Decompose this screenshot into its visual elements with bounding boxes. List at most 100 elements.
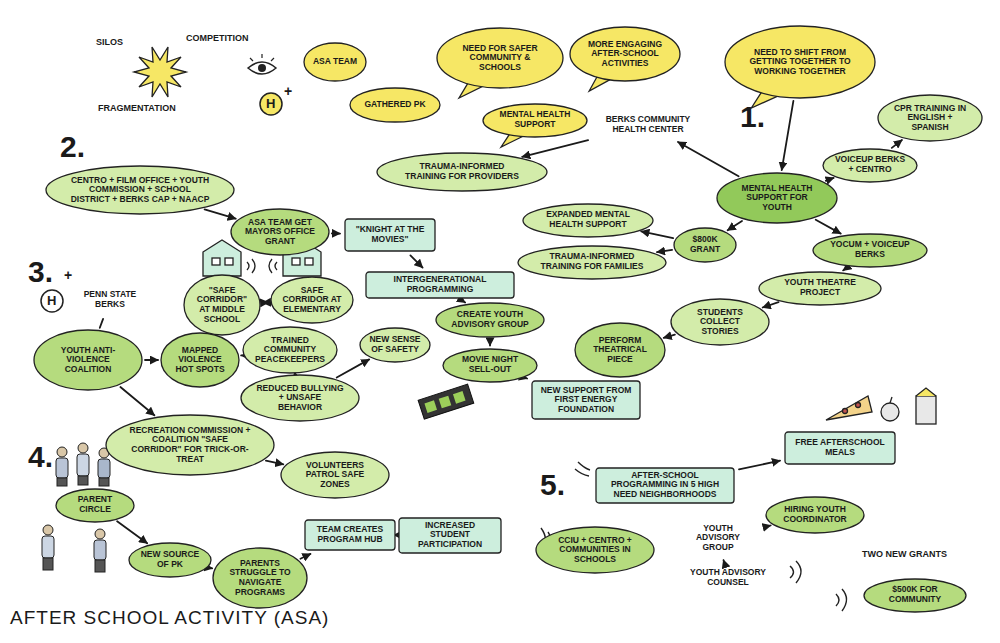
diagram-title: AFTER SCHOOL ACTIVITY (ASA) (10, 608, 329, 629)
note-label: + (64, 268, 72, 283)
node-label: TRAINED COMMUNITY PEACEKEEPERS (242, 336, 338, 365)
ellipse-outline (46, 166, 234, 214)
callout-number: 1. (740, 100, 765, 133)
ellipse-node: $800K GRANT (673, 227, 737, 263)
ellipse-outline (360, 328, 430, 362)
ellipse-outline (864, 579, 966, 612)
process-box: INTERGENERATIONAL PROGRAMMING (365, 271, 515, 299)
box-outline (399, 518, 501, 553)
node-label: INCREASED STUDENT PARTICIPATION (398, 521, 502, 550)
h-circle (260, 93, 282, 115)
ellipse-node: SAFE CORRIDOR AT ELEMENTARY (270, 276, 354, 324)
node-text: NEW SUPPORT FROM FIRST ENERGY FOUNDATION (537, 386, 635, 415)
connector-arrow (763, 302, 779, 307)
node-label: BERKS COMMUNITY HEALTH CENTER (592, 115, 704, 134)
connector-arrow (117, 521, 147, 543)
connector-arrow (816, 220, 841, 234)
speech-bubble: NEED FOR SAFER COMMUNITY & SCHOOLS (436, 27, 564, 89)
connector-arrow (300, 554, 310, 559)
speech-bubble: MORE ENGAGING AFTER-SCHOOL ACTIVITIES (569, 26, 681, 82)
node-label: YOUTH ADVISORY COUNSEL (683, 568, 773, 587)
note-label: H (266, 97, 275, 111)
connector-arrow (464, 301, 466, 303)
node-label: MAPPED VIOLENCE HOT SPOTS (160, 346, 240, 375)
ellipse-node: $500K FOR COMMUNITY (863, 578, 967, 613)
ellipse-outline (759, 272, 881, 305)
ellipse-outline (671, 299, 769, 345)
box-outline (305, 520, 395, 550)
ellipse-outline (518, 246, 666, 279)
node-label: "KNIGHT AT THE MOVIES" (344, 225, 436, 244)
text-node: BERKS COMMUNITY HEALTH CENTER (592, 111, 704, 139)
node-text: TRAUMA-INFORMED TRAINING FOR PROVIDERS (398, 162, 526, 181)
node-label: GATHERED PK (349, 100, 441, 110)
connector-arrow (843, 268, 847, 271)
node-text: CENTRO + FILM OFFICE + YOUTH COMMISSION … (70, 176, 210, 205)
node-text: CPR TRAINING IN ENGLISH + SPANISH (891, 104, 969, 133)
node-label: RECREATION COMMISSION + COALITION "SAFE … (105, 426, 275, 464)
node-label: MENTAL HEALTH SUPPORT FOR YOUTH (716, 184, 838, 213)
process-box: INCREASED STUDENT PARTICIPATION (398, 517, 502, 554)
sound-waves (541, 462, 847, 611)
ellipse-node: MAPPED VIOLENCE HOT SPOTS (160, 332, 240, 388)
connector-arrow (826, 178, 834, 181)
node-label: MORE ENGAGING AFTER-SCHOOL ACTIVITIES (569, 40, 681, 69)
node-text: AFTER-SCHOOL PROGRAMMING IN 5 HIGH NEED … (601, 471, 729, 500)
box-outline (366, 272, 514, 298)
node-label: $500K FOR COMMUNITY (863, 585, 967, 604)
node-label: STUDENTS COLLECT STORIES (670, 308, 770, 337)
text-node: YOUTH ADVISORY GROUP (675, 520, 761, 557)
node-text: MORE ENGAGING AFTER-SCHOOL ACTIVITIES (584, 40, 666, 69)
connector-arrow (410, 255, 422, 267)
ellipse-node: NEW SENSE OF SAFETY (359, 327, 431, 363)
ellipse-node: TRAUMA-INFORMED TRAINING FOR FAMILIES (517, 245, 667, 280)
ellipse-outline (483, 104, 587, 137)
ellipse-node: ASA TEAM GET MAYORS OFFICE GRANT (230, 208, 330, 256)
node-label: NEED TO SHIFT FROM GETTING TOGETHER TO W… (724, 48, 876, 77)
node-label: PARENT CIRCLE (55, 495, 135, 514)
ellipse-outline (575, 323, 665, 377)
ellipse-node: GATHERED PK (349, 87, 441, 123)
ellipse-outline (766, 497, 864, 533)
ellipse-node: VOICEUP BERKS + CENTRO (822, 148, 918, 183)
node-text: EXPANDED MENTAL HEALTH SUPPORT (539, 210, 637, 229)
connector-arrow (641, 231, 673, 238)
node-text: TRAUMA-INFORMED TRAINING FOR FAMILIES (537, 252, 647, 271)
node-label: INTERGENERATIONAL PROGRAMMING (365, 275, 515, 294)
ellipse-node: TRAUMA-INFORMED TRAINING FOR PROVIDERS (376, 152, 548, 192)
ellipse-outline (437, 28, 563, 88)
node-label: ASA TEAM GET MAYORS OFFICE GRANT (230, 218, 330, 247)
speech-bubble: MENTAL HEALTH SUPPORT (482, 103, 588, 138)
ellipse-outline (231, 209, 329, 255)
node-text: NEED FOR SAFER COMMUNITY & SCHOOLS (453, 44, 547, 73)
connector-arrow (739, 461, 780, 470)
node-label: CCIU + CENTRO + COMMUNITIES IN SCHOOLS (535, 536, 655, 565)
text-node: PENN STATE BERKS (70, 285, 150, 315)
ellipse-outline (878, 95, 982, 141)
ellipse-outline (241, 375, 359, 421)
connector-arrow (526, 377, 527, 379)
connector-arrow (266, 461, 283, 465)
connector-arrow (210, 567, 212, 569)
node-text: TRAINED COMMUNITY PEACEKEEPERS (254, 336, 326, 365)
connector-arrow (522, 140, 588, 157)
ellipse-outline (161, 333, 239, 387)
ellipse-outline (443, 349, 537, 382)
ellipse-outline (350, 88, 440, 122)
connector-arrow (489, 340, 491, 346)
node-text: ASA TEAM GET MAYORS OFFICE GRANT (243, 218, 317, 247)
ellipse-node: MOVIE NIGHT SELL-OUT (442, 348, 538, 383)
ellipse-outline (184, 275, 260, 335)
ellipse-node: MENTAL HEALTH SUPPORT FOR YOUTH (716, 172, 838, 224)
ellipse-node: STUDENTS COLLECT STORIES (670, 298, 770, 346)
node-text: BERKS COMMUNITY HEALTH CENTER (598, 115, 698, 134)
node-text: $800K GRANT (681, 235, 729, 254)
connector-arrow (678, 142, 739, 176)
node-text: RECREATION COMMISSION + COALITION "SAFE … (127, 426, 253, 464)
ellipse-outline (436, 303, 544, 337)
ellipse-node: ASA TEAM (303, 42, 367, 82)
ellipse-outline (129, 543, 211, 577)
ellipse-node: REDUCED BULLYING + UNSAFE BEHAVIOR (240, 374, 360, 422)
ellipse-outline (823, 149, 917, 182)
